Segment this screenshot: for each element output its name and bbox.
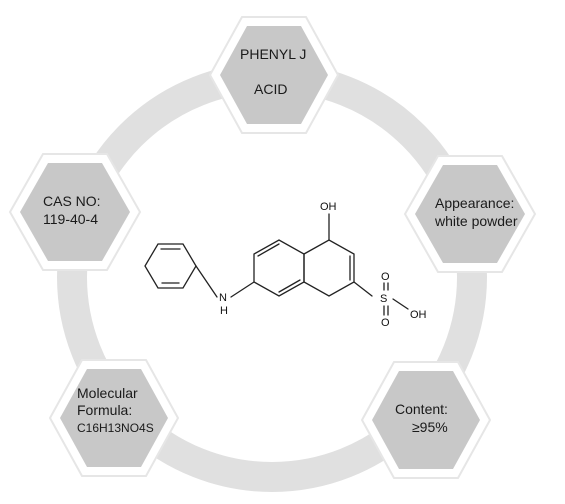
atom-sulfur: S — [380, 293, 387, 305]
hex-node-formula — [48, 359, 180, 477]
cas-label: CAS NO: — [43, 193, 101, 209]
hex-node-name — [208, 16, 340, 134]
appearance-label: Appearance: — [435, 195, 515, 211]
formula-value: C16H13NO4S — [77, 421, 154, 435]
hex-node-content — [360, 361, 492, 479]
content-label: Content: — [395, 401, 448, 417]
bond-c-s — [353, 281, 373, 297]
phenyl-ring — [144, 243, 197, 289]
appearance-value: white powder — [435, 213, 518, 229]
hex-node-appearance — [403, 155, 537, 273]
cas-value: 119-40-4 — [43, 211, 99, 227]
atom-amine-hydrogen: H — [220, 305, 228, 317]
bond-n-naphthalene — [230, 281, 255, 298]
atom-oxygen-top: O — [381, 271, 390, 283]
name-line-2: ACID — [254, 81, 288, 97]
naphthalene-left-ring — [253, 239, 305, 297]
formula-label-1: Molecular — [77, 385, 138, 401]
atom-nitrogen: N — [219, 292, 227, 304]
atom-sulfonic-hydroxyl: OH — [410, 309, 427, 321]
atom-oxygen-bottom: O — [381, 317, 390, 329]
content-value: ≥95% — [412, 419, 448, 435]
hex-node-cas — [8, 153, 142, 271]
naphthalene-right-ring — [303, 239, 355, 297]
bond-phenyl-n — [195, 265, 218, 298]
chemical-structure — [144, 213, 409, 316]
atom-hydroxyl: OH — [320, 201, 337, 213]
formula-label-2: Formula: — [77, 402, 133, 418]
name-line-1: PHENYL J — [240, 46, 307, 62]
